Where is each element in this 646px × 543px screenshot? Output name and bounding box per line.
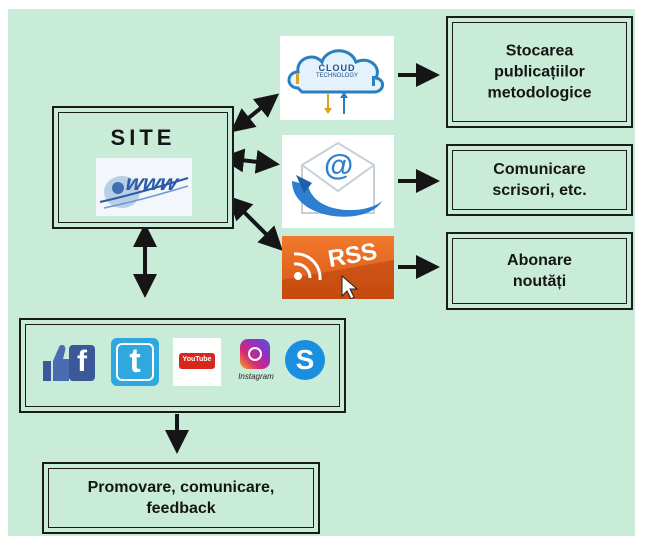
email-icon: @ [282, 135, 394, 228]
site-title: SITE [110, 125, 176, 150]
instagram-text: Instagram [238, 372, 274, 381]
cloud-technology-icon: CLOUD TECHNOLOGY [280, 36, 394, 120]
site-box: SITE www [52, 106, 234, 229]
youtube-icon: YouTube [173, 338, 221, 386]
storage-box: Stocarea publicațiilor metodologice [446, 16, 633, 128]
skype-icon: S [285, 340, 325, 380]
news-box: Abonare noutăți [446, 232, 633, 310]
skype-letter: S [295, 344, 315, 375]
promo-box: Promovare, comunicare, feedback [42, 462, 320, 534]
promo-box-label: Promovare, comunicare, feedback [87, 478, 275, 517]
storage-box-label: Stocarea publicațiilor metodologice [487, 42, 592, 102]
cloud-text-1: CLOUD [318, 63, 356, 73]
youtube-text: YouTube [182, 356, 212, 363]
rss-icon: RSS [282, 236, 394, 299]
twitter-letter: t [129, 342, 141, 380]
www-logo-icon: www [96, 158, 192, 216]
arrow-site-rss [227, 195, 283, 251]
arrow-site-email [220, 148, 280, 174]
facebook-letter: f [77, 345, 87, 378]
news-box-label: Abonare noutăți [507, 251, 572, 290]
www-logo-text: www [123, 170, 181, 195]
mail-box-label: Comunicare scrisori, etc. [492, 160, 587, 199]
social-media-box: f t YouTube Instagram S [19, 318, 346, 413]
at-symbol: @ [324, 149, 354, 182]
arrow-site-cloud [230, 93, 280, 133]
mail-box: Comunicare scrisori, etc. [446, 144, 633, 216]
facebook-like-icon: f [41, 341, 97, 385]
cloud-text-2: TECHNOLOGY [315, 73, 358, 79]
twitter-icon: t [111, 338, 159, 386]
instagram-icon: Instagram [233, 339, 279, 387]
